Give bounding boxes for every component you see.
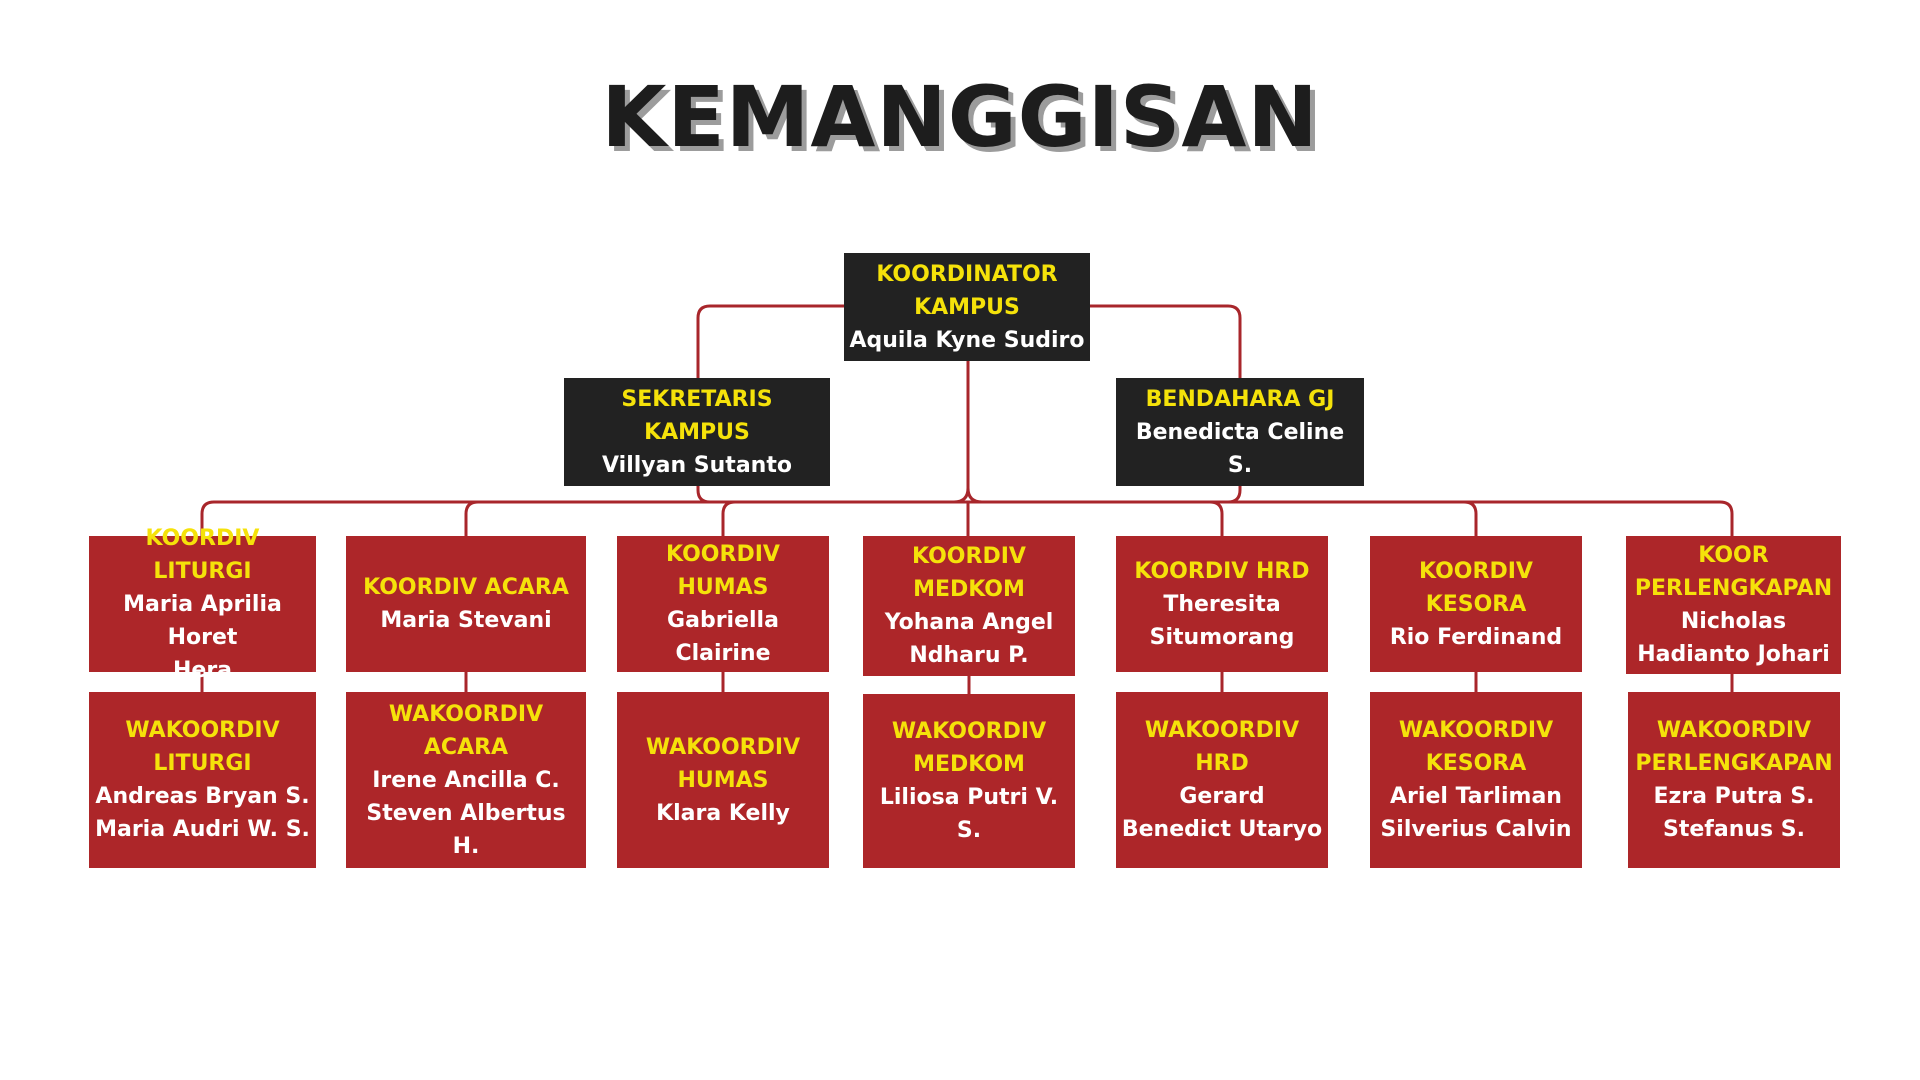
deputy-box-kesora: WAKOORDIV KESORA Ariel Tarliman Silveriu… xyxy=(1370,692,1582,868)
deputy-box-liturgi: WAKOORDIV LITURGI Andreas Bryan S. Maria… xyxy=(89,692,316,868)
deputy-box-medkom: WAKOORDIV MEDKOM Liliosa Putri V. S. xyxy=(863,694,1075,868)
division-box-kesora: KOORDIV KESORA Rio Ferdinand xyxy=(1370,536,1582,672)
drop-hrd xyxy=(1209,500,1224,536)
treasurer-role: BENDAHARA GJ xyxy=(1145,386,1335,412)
division-box-perlengkapan: KOOR PERLENGKAPAN Nicholas Hadianto Joha… xyxy=(1626,536,1841,674)
division-name: Maria Aprilia Horet Hera xyxy=(123,591,282,683)
division-role: KOORDIV HRD xyxy=(1134,558,1310,584)
deputy-role: WAKOORDIV HUMAS xyxy=(645,734,801,793)
deputy-name: Irene Ancilla C. Steven Albertus H. xyxy=(366,767,566,859)
connector-trunk xyxy=(953,356,983,504)
division-box-acara: KOORDIV ACARA Maria Stevani xyxy=(346,536,586,672)
page-title: KEMANGGISAN xyxy=(601,68,1319,166)
division-name: Yohana Angel Ndharu P. xyxy=(884,610,1054,668)
deputy-name: Klara Kelly xyxy=(656,800,790,826)
division-box-hrd: KOORDIV HRD Theresita Situmorang xyxy=(1116,536,1328,672)
division-name: Nicholas Hadianto Johari xyxy=(1637,609,1830,667)
deputy-box-humas: WAKOORDIV HUMAS Klara Kelly xyxy=(617,692,829,868)
division-box-liturgi: KOORDIV LITURGI Maria Aprilia Horet Hera xyxy=(89,526,316,683)
deputy-role: WAKOORDIV KESORA xyxy=(1398,718,1554,776)
deputy-name: Ariel Tarliman Silverius Calvin xyxy=(1380,784,1572,842)
deputy-name: Liliosa Putri V. S. xyxy=(879,785,1059,843)
coordinator-box: KOORDINATOR KAMPUS Aquila Kyne Sudiro xyxy=(844,253,1090,361)
connector-coordinator-treasurer xyxy=(1090,304,1242,378)
treasurer-name: Benedicta Celine S. xyxy=(1135,419,1345,478)
division-role: KOORDIV MEDKOM xyxy=(912,544,1026,602)
drop-liturgi xyxy=(200,500,215,536)
connector-coordinator-secretary xyxy=(696,304,844,378)
secretary-role: SEKRETARIS KAMPUS xyxy=(621,386,773,445)
deputy-name: Andreas Bryan S. Maria Audri W. S. xyxy=(95,784,310,842)
connector-secretary-bus xyxy=(696,486,711,504)
deputy-role: WAKOORDIV LITURGI xyxy=(125,718,280,776)
drop-acara xyxy=(464,500,479,536)
coordinator-role: KOORDINATOR KAMPUS xyxy=(876,261,1058,320)
division-role: KOORDIV LITURGI xyxy=(145,525,260,584)
deputy-role: WAKOORDIV HRD xyxy=(1144,718,1300,776)
division-role: KOORDIV KESORA xyxy=(1419,558,1533,617)
drop-kesora xyxy=(1463,500,1478,536)
division-role: KOORDIV HUMAS xyxy=(666,542,780,600)
division-role: KOOR PERLENGKAPAN xyxy=(1634,543,1833,601)
connector-treasurer-bus xyxy=(1227,486,1242,504)
deputy-role: WAKOORDIV MEDKOM xyxy=(891,719,1047,777)
division-box-humas: KOORDIV HUMAS Gabriella Clairine xyxy=(617,536,829,672)
secretary-box: SEKRETARIS KAMPUS Villyan Sutanto xyxy=(564,378,830,486)
deputy-box-perlengkapan: WAKOORDIV PERLENGKAPAN Ezra Putra S. Ste… xyxy=(1628,692,1840,868)
division-name: Maria Stevani xyxy=(380,608,552,633)
deputy-box-hrd: WAKOORDIV HRD Gerard Benedict Utaryo xyxy=(1116,692,1328,868)
deputy-box-acara: WAKOORDIV ACARA Irene Ancilla C. Steven … xyxy=(346,692,586,868)
division-name: Theresita Situmorang xyxy=(1149,591,1295,650)
drop-humas xyxy=(721,500,736,536)
deputy-role: WAKOORDIV PERLENGKAPAN xyxy=(1635,718,1833,776)
deputy-name: Gerard Benedict Utaryo xyxy=(1121,784,1323,842)
division-box-medkom: KOORDIV MEDKOM Yohana Angel Ndharu P. xyxy=(863,536,1075,676)
deputy-name: Ezra Putra S. Stefanus S. xyxy=(1653,784,1815,842)
treasurer-box: BENDAHARA GJ Benedicta Celine S. xyxy=(1116,378,1364,486)
deputy-role: WAKOORDIV ACARA xyxy=(388,701,544,760)
division-role: KOORDIV ACARA xyxy=(363,575,569,600)
division-name: Gabriella Clairine xyxy=(667,608,779,666)
drop-perlengkapan xyxy=(1719,500,1734,536)
coordinator-name: Aquila Kyne Sudiro xyxy=(849,327,1085,353)
secretary-name: Villyan Sutanto xyxy=(602,452,792,478)
division-name: Rio Ferdinand xyxy=(1389,624,1563,650)
